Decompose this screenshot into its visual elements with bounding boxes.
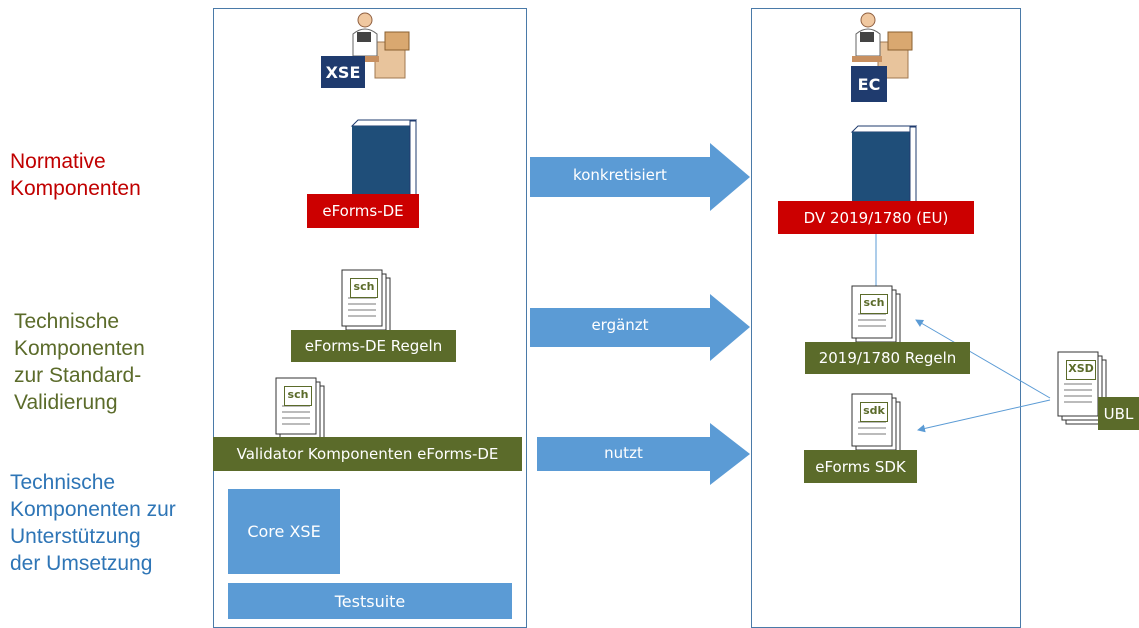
arrow-label-konkretisiert: konkretisiert bbox=[573, 166, 667, 184]
arrow-nutzt bbox=[537, 423, 750, 485]
arrow-konkretisiert bbox=[530, 143, 750, 211]
icon-label-xsd: XSD bbox=[1066, 360, 1096, 380]
doc-eforms-de: eForms-DE bbox=[307, 194, 419, 228]
ubl-label: UBL bbox=[1098, 397, 1139, 430]
rules-eforms-de: eForms-DE Regeln bbox=[291, 330, 456, 362]
icon-label-sch: sch bbox=[860, 294, 888, 314]
doc-dv-2019-1780: DV 2019/1780 (EU) bbox=[778, 201, 974, 234]
icon-label-sch: sch bbox=[350, 278, 378, 298]
label-technical-validation: Technische Komponenten zur Standard- Val… bbox=[14, 310, 145, 414]
connector-ubl-to-rules bbox=[915, 319, 1051, 399]
label-technical-support: Technische Komponenten zur Unterstützung… bbox=[10, 471, 176, 575]
arrow-label-nutzt: nutzt bbox=[604, 444, 643, 462]
arrow-label-ergaenzt: ergänzt bbox=[591, 316, 649, 334]
rules-2019-1780: 2019/1780 Regeln bbox=[805, 342, 970, 374]
person-desk-icon bbox=[852, 12, 913, 79]
icon-label-sch: sch bbox=[284, 386, 312, 406]
arrow-ergaenzt bbox=[530, 294, 750, 361]
core-xse: Core XSE bbox=[228, 489, 340, 574]
person-desk-icon bbox=[349, 12, 410, 79]
book-icon bbox=[850, 125, 918, 203]
label-normative: Normative Komponenten bbox=[10, 150, 141, 200]
connector-ubl-to-sdk bbox=[917, 399, 1051, 433]
eforms-sdk: eForms SDK bbox=[804, 450, 917, 483]
testsuite: Testsuite bbox=[228, 583, 512, 619]
validator-components: Validator Komponenten eForms-DE bbox=[213, 437, 522, 471]
actor-ec: EC bbox=[851, 66, 887, 102]
icon-label-sdk: sdk bbox=[860, 402, 888, 422]
actor-xse: XSE bbox=[321, 56, 365, 88]
